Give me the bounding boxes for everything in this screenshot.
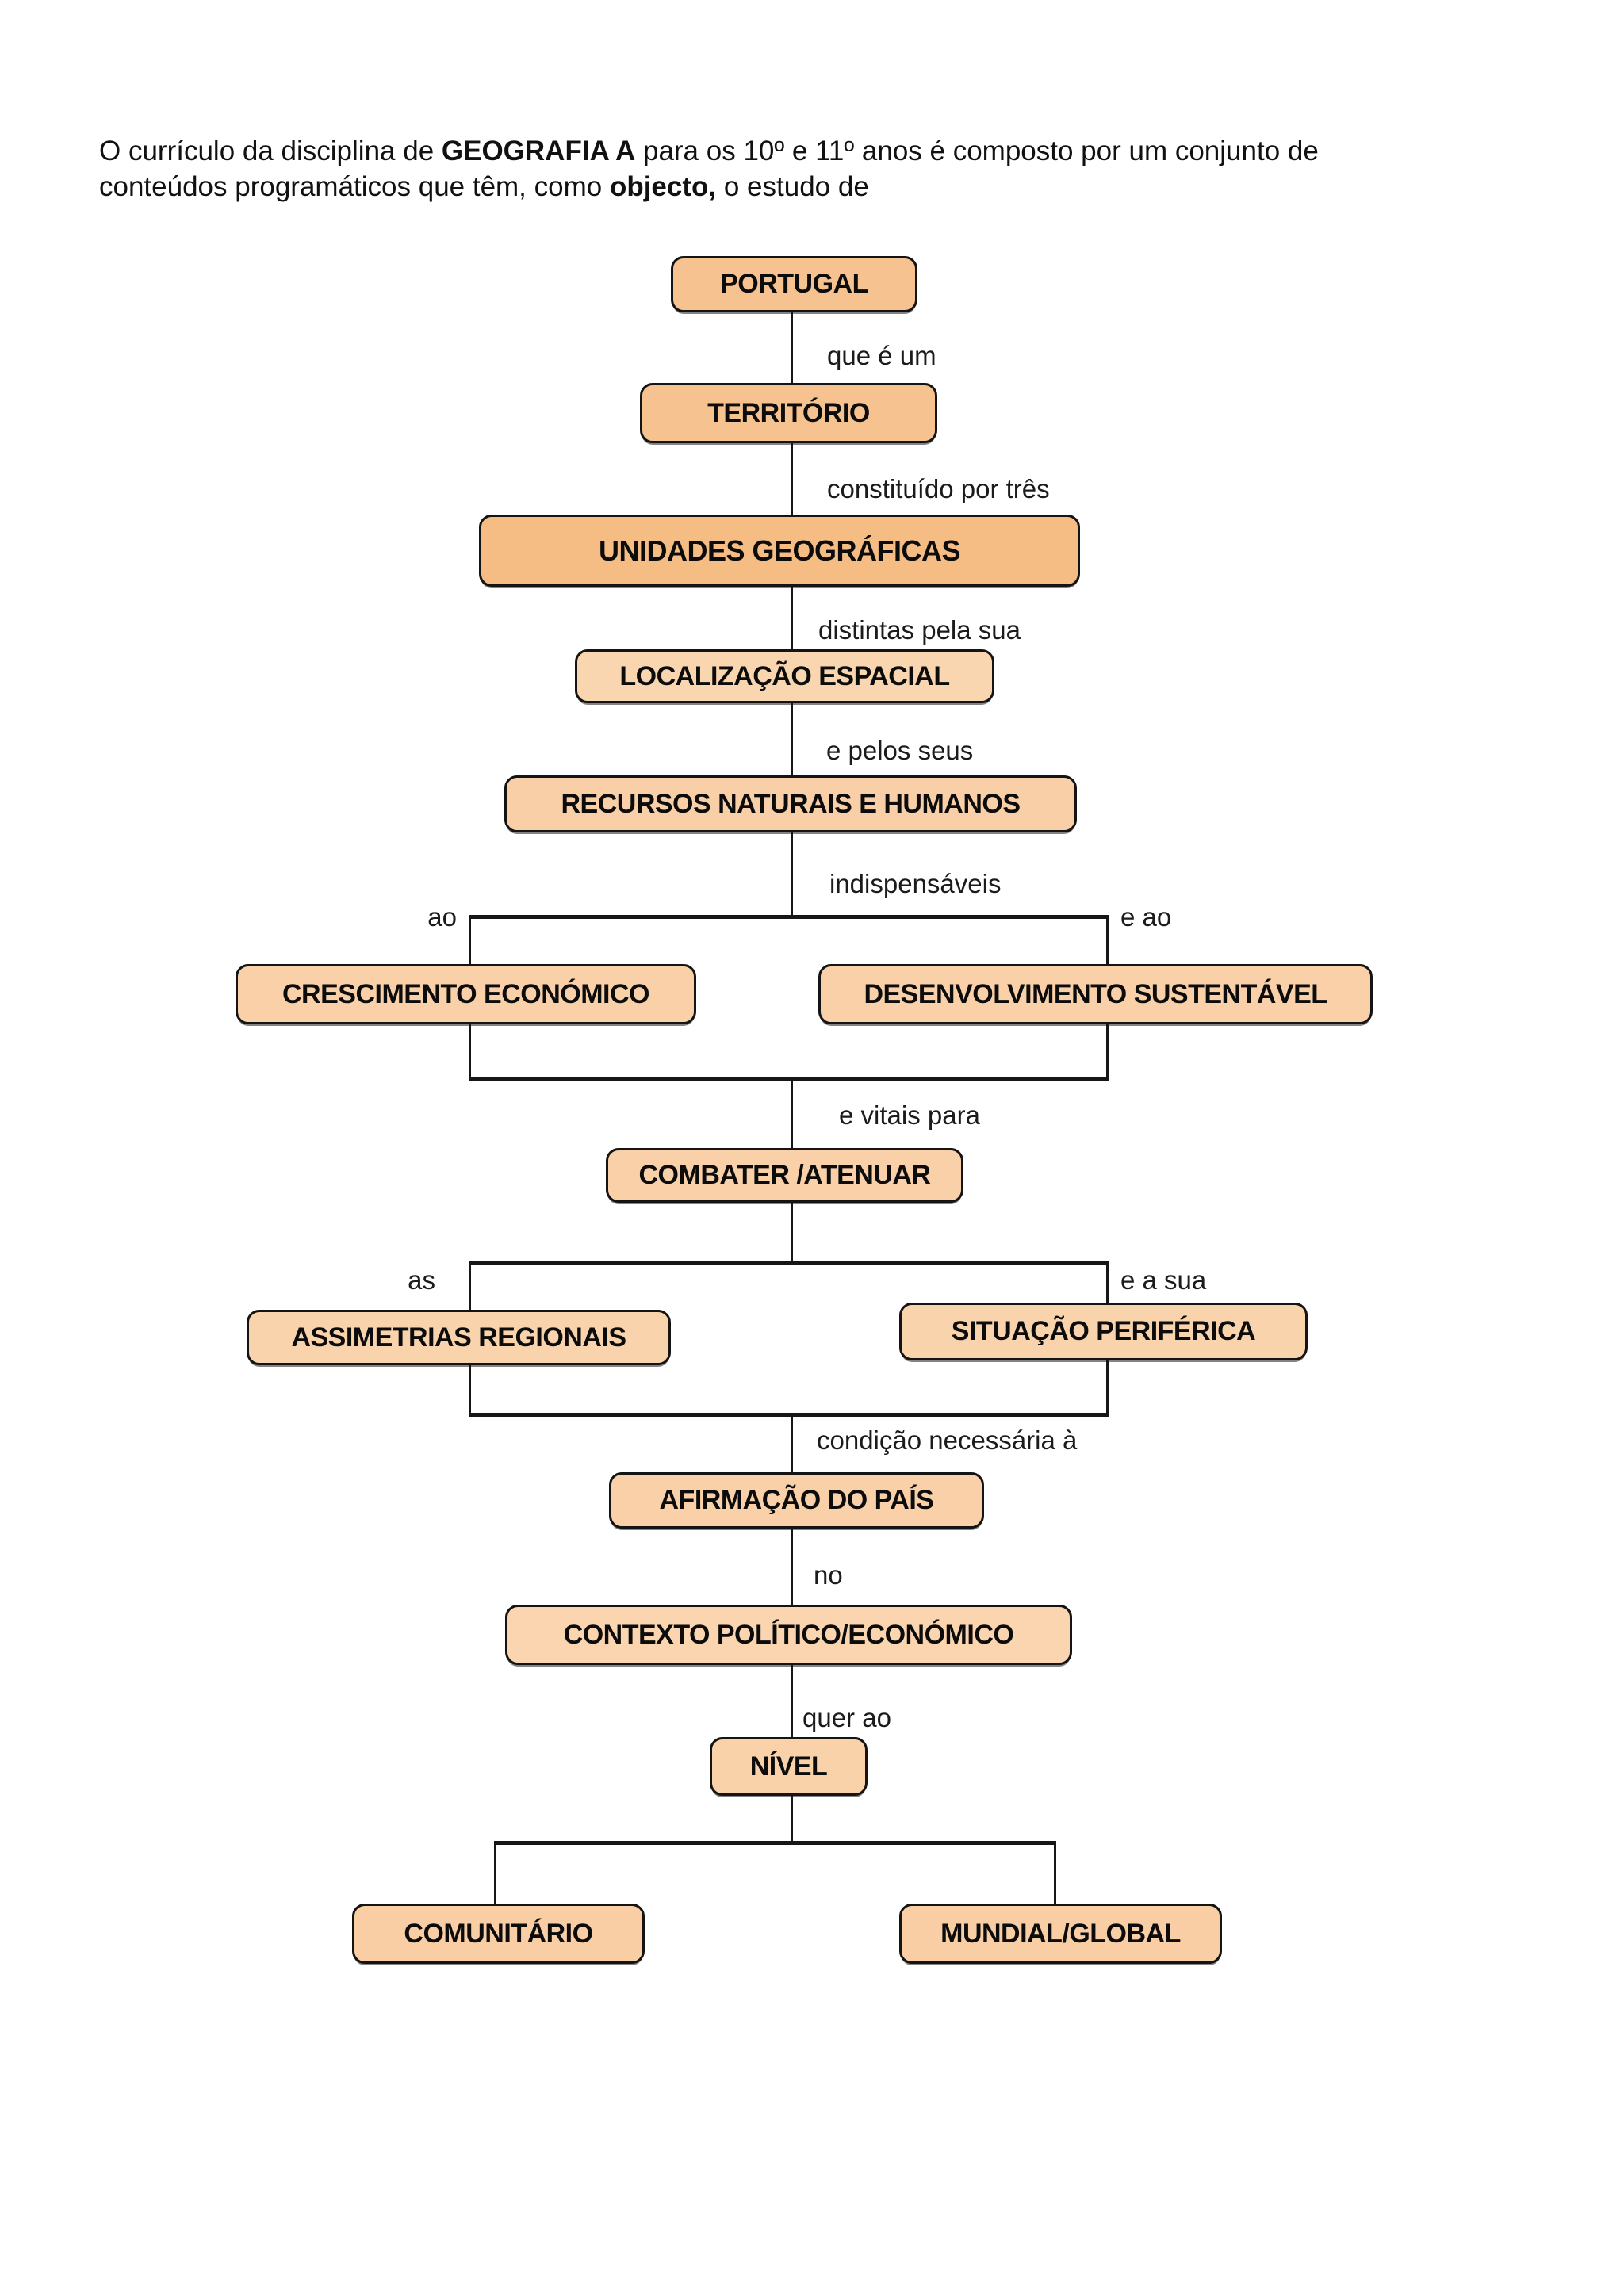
- edge-label-e-vitais-para: e vitais para: [839, 1100, 980, 1130]
- node-assimetrias-regionais: ASSIMETRIAS REGIONAIS: [247, 1310, 671, 1365]
- edge-label-quer-ao: quer ao: [802, 1703, 891, 1732]
- connector-line: [1106, 1024, 1109, 1077]
- intro-line-2: conteúdos programáticos que têm, como ob…: [99, 169, 1574, 205]
- edge-label-condicao: condição necessária à: [817, 1425, 1078, 1455]
- node-combater-label: COMBATER /ATENUAR: [638, 1160, 932, 1190]
- edge-label-pelos-seus: e pelos seus: [826, 736, 974, 765]
- connector-line: [791, 1796, 793, 1841]
- intro-bold-objecto: objecto,: [609, 171, 717, 202]
- node-afirmacao-label: AFIRMAÇÃO DO PAÍS: [659, 1485, 934, 1515]
- connector-line: [1106, 1360, 1109, 1413]
- intro-text: conteúdos programáticos que têm, como: [99, 171, 610, 202]
- connector-line: [469, 915, 1109, 919]
- node-mundial-global: MUNDIAL/GLOBAL: [899, 1904, 1222, 1964]
- node-unidades-label: UNIDADES GEOGRÁFICAS: [598, 534, 961, 567]
- connector-line: [791, 703, 793, 775]
- intro-bold-geografia: GEOGRAFIA A: [441, 136, 636, 166]
- node-afirmacao-do-pais: AFIRMAÇÃO DO PAÍS: [609, 1472, 984, 1529]
- connector-line: [1106, 915, 1109, 964]
- connector-line: [1054, 1841, 1056, 1904]
- node-mundial-label: MUNDIAL/GLOBAL: [940, 1918, 1181, 1949]
- node-territorio-label: TERRITÓRIO: [707, 397, 870, 428]
- node-contexto-politico-economico: CONTEXTO POLÍTICO/ECONÓMICO: [505, 1605, 1072, 1665]
- node-comunitario: COMUNITÁRIO: [352, 1904, 645, 1964]
- intro-line-1: O currículo da disciplina de GEOGRAFIA A…: [99, 133, 1574, 169]
- edge-label-e-a-sua: e a sua: [1120, 1265, 1207, 1295]
- edge-label-as: as: [408, 1265, 435, 1295]
- connector-line: [791, 312, 793, 383]
- connector-line: [469, 1261, 1109, 1265]
- node-contexto-label: CONTEXTO POLÍTICO/ECONÓMICO: [563, 1619, 1014, 1650]
- connector-line: [791, 1529, 793, 1605]
- node-situacao-periferica: SITUAÇÃO PERIFÉRICA: [899, 1303, 1308, 1360]
- connector-line: [791, 1203, 793, 1261]
- node-assimetrias-label: ASSIMETRIAS REGIONAIS: [291, 1322, 626, 1353]
- intro-paragraph: O currículo da disciplina de GEOGRAFIA A…: [99, 133, 1574, 205]
- node-portugal-label: PORTUGAL: [720, 269, 868, 299]
- node-desenvolvimento-label: DESENVOLVIMENTO SUSTENTÁVEL: [864, 978, 1327, 1009]
- node-localizacao-espacial: LOCALIZAÇÃO ESPACIAL: [575, 649, 994, 703]
- connector-line: [469, 915, 471, 964]
- connector-line: [469, 1024, 471, 1077]
- node-recursos: RECURSOS NATURAIS E HUMANOS: [504, 775, 1077, 832]
- edge-label-ao: ao: [427, 902, 457, 932]
- connector-line: [469, 1077, 1109, 1081]
- edge-label-no: no: [814, 1560, 843, 1590]
- node-localizacao-label: LOCALIZAÇÃO ESPACIAL: [619, 660, 950, 691]
- node-unidades-geograficas: UNIDADES GEOGRÁFICAS: [479, 515, 1080, 587]
- node-desenvolvimento-sustentavel: DESENVOLVIMENTO SUSTENTÁVEL: [818, 964, 1373, 1024]
- intro-text: para os 10º e 11º anos é composto por um…: [635, 136, 1319, 166]
- connector-line: [791, 1077, 793, 1148]
- connector-line: [495, 1841, 1056, 1845]
- node-territorio: TERRITÓRIO: [640, 383, 937, 443]
- node-situacao-label: SITUAÇÃO PERIFÉRICA: [951, 1316, 1256, 1346]
- node-crescimento-label: CRESCIMENTO ECONÓMICO: [282, 978, 650, 1009]
- connector-line: [791, 443, 793, 515]
- intro-text: O currículo da disciplina de: [99, 136, 442, 166]
- connector-line: [791, 587, 793, 649]
- edge-label-que-e-um: que é um: [827, 341, 936, 370]
- connector-line: [791, 832, 793, 918]
- edge-label-indispensaveis: indispensáveis: [829, 869, 1002, 898]
- edge-label-constituido: constituído por três: [827, 474, 1050, 503]
- node-nivel-label: NÍVEL: [749, 1751, 828, 1781]
- node-recursos-label: RECURSOS NATURAIS E HUMANOS: [561, 788, 1021, 819]
- node-comunitario-label: COMUNITÁRIO: [404, 1918, 593, 1949]
- connector-line: [791, 1413, 793, 1472]
- connector-line: [469, 1365, 471, 1413]
- node-crescimento-economico: CRESCIMENTO ECONÓMICO: [236, 964, 696, 1024]
- edge-label-e-ao: e ao: [1120, 902, 1172, 932]
- intro-text: o estudo de: [716, 171, 869, 202]
- node-nivel: NÍVEL: [710, 1737, 868, 1796]
- connector-line: [1106, 1261, 1109, 1303]
- connector-line: [791, 1665, 793, 1737]
- node-combater-atenuar: COMBATER /ATENUAR: [606, 1148, 963, 1203]
- connector-line: [494, 1841, 496, 1904]
- connector-line: [469, 1413, 1109, 1417]
- node-portugal: PORTUGAL: [671, 256, 917, 312]
- connector-line: [469, 1261, 471, 1310]
- edge-label-distintas: distintas pela sua: [818, 615, 1021, 645]
